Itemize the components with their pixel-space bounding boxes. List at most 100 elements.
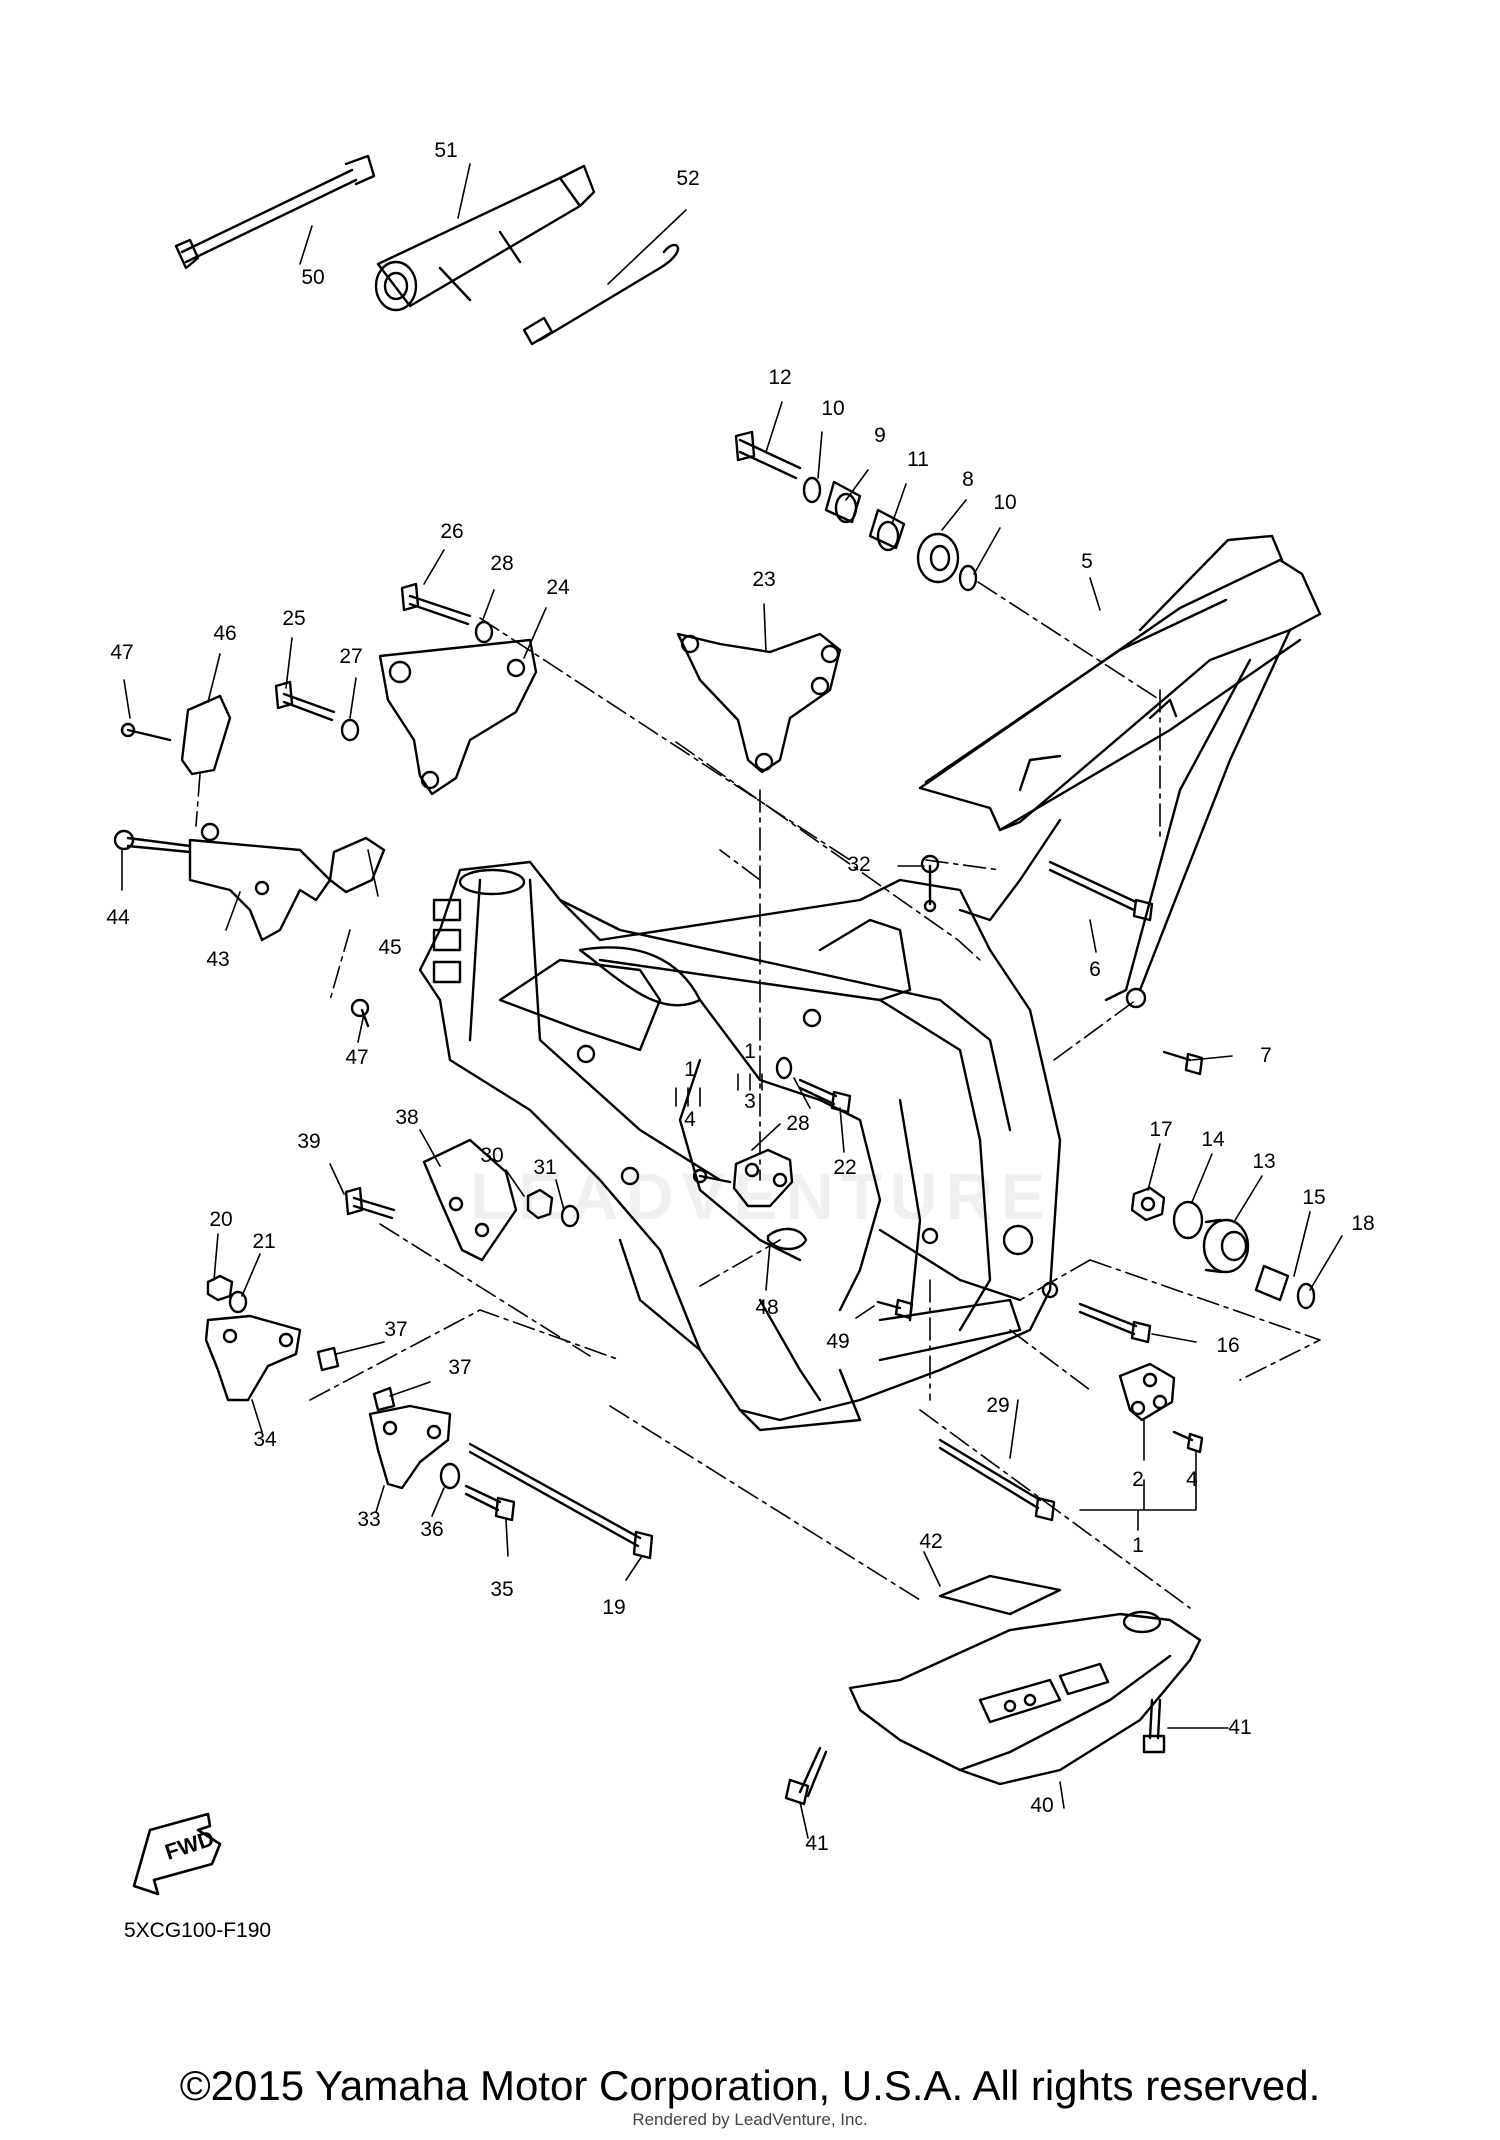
callout-31[interactable]: 31: [533, 1156, 557, 1179]
callout-1b[interactable]: 1: [744, 1040, 756, 1063]
callout-5[interactable]: 5: [1081, 550, 1093, 573]
diagram-code: 5XCG100-F190: [124, 1919, 272, 1942]
callout-34[interactable]: 34: [253, 1428, 277, 1451]
bolt-41b: [1142, 1698, 1166, 1754]
pivot-bolt-12: [734, 430, 802, 480]
callout-39[interactable]: 39: [297, 1130, 321, 1153]
callout-35[interactable]: 35: [490, 1578, 514, 1601]
callout-37a[interactable]: 37: [384, 1318, 408, 1341]
callout-1a[interactable]: 1: [684, 1058, 696, 1081]
collar-11: [868, 508, 906, 552]
callout-41b[interactable]: 41: [1228, 1716, 1252, 1739]
callout-49[interactable]: 49: [826, 1330, 850, 1353]
bracket-34: [204, 1314, 302, 1402]
callout-4a[interactable]: 4: [684, 1108, 696, 1131]
bracket-3: [732, 1148, 794, 1208]
callout-19[interactable]: 19: [602, 1596, 626, 1619]
callout-18[interactable]: 18: [1351, 1212, 1375, 1235]
washer-28a: [474, 620, 494, 644]
bolt-4b: [1172, 1430, 1204, 1454]
washer-36: [439, 1462, 461, 1490]
watermark-text: LEADVENTURE: [470, 1159, 1054, 1233]
callout-52[interactable]: 52: [676, 167, 700, 190]
callout-4b[interactable]: 4: [1186, 1468, 1198, 1491]
callout-leaders: [121, 163, 1343, 1839]
callout-44[interactable]: 44: [106, 906, 130, 929]
callout-45[interactable]: 45: [378, 936, 402, 959]
callout-42[interactable]: 42: [919, 1530, 943, 1553]
washer-21: [228, 1290, 248, 1314]
callout-37b[interactable]: 37: [448, 1356, 472, 1379]
washer-10a: [802, 476, 822, 504]
render-credit: Rendered by LeadVenture, Inc.: [632, 2110, 868, 2129]
callout-9[interactable]: 9: [874, 424, 886, 447]
clip-48: [766, 1227, 808, 1251]
callout-41a[interactable]: 41: [805, 1832, 829, 1855]
callout-29[interactable]: 29: [986, 1394, 1010, 1417]
bolt-47a: [120, 722, 172, 742]
callout-30[interactable]: 30: [480, 1144, 504, 1167]
callout-3[interactable]: 3: [744, 1090, 756, 1113]
callout-28b[interactable]: 28: [786, 1112, 810, 1135]
callout-16[interactable]: 16: [1216, 1334, 1240, 1357]
collar-15: [1254, 1264, 1290, 1302]
bolt-41a: [784, 1746, 828, 1806]
part-50-wrench: [174, 154, 376, 270]
callout-40[interactable]: 40: [1030, 1794, 1054, 1817]
callout-2[interactable]: 2: [1132, 1468, 1144, 1491]
callout-14[interactable]: 14: [1201, 1128, 1225, 1151]
callout-48[interactable]: 48: [755, 1296, 779, 1319]
washer-10b: [958, 564, 978, 592]
callout-27[interactable]: 27: [339, 645, 363, 668]
callout-17[interactable]: 17: [1149, 1118, 1173, 1141]
bolt-26: [400, 582, 472, 626]
callout-7[interactable]: 7: [1260, 1044, 1272, 1067]
callout-11[interactable]: 11: [907, 448, 929, 471]
callout-8[interactable]: 8: [962, 468, 974, 491]
callout-13[interactable]: 13: [1252, 1150, 1276, 1173]
callout-36[interactable]: 36: [420, 1518, 444, 1541]
washer-18: [1296, 1282, 1316, 1310]
callout-10b[interactable]: 10: [993, 491, 1017, 514]
callout-47b[interactable]: 47: [345, 1046, 369, 1069]
callout-20[interactable]: 20: [209, 1208, 233, 1231]
callout-21[interactable]: 21: [252, 1230, 276, 1253]
bolt-4a: [692, 1168, 732, 1184]
bearing-8: [916, 532, 960, 584]
engine-mount-23: [676, 632, 842, 774]
callout-46[interactable]: 46: [213, 622, 237, 645]
callout-10a[interactable]: 10: [821, 397, 845, 420]
callout-25[interactable]: 25: [282, 607, 306, 630]
bolt-25: [274, 680, 336, 722]
copyright-notice: ©2015 Yamaha Motor Corporation, U.S.A. A…: [179, 2062, 1321, 2109]
callout-33[interactable]: 33: [357, 1508, 381, 1531]
callout-43[interactable]: 43: [206, 948, 230, 971]
washer-14: [1172, 1200, 1204, 1240]
footrest-46: [180, 694, 232, 776]
bolt-22: [798, 1078, 852, 1114]
callout-1c[interactable]: 1: [1132, 1534, 1144, 1557]
callout-38[interactable]: 38: [395, 1106, 419, 1129]
callout-15[interactable]: 15: [1302, 1186, 1326, 1209]
svg-text:FWD: FWD: [162, 1825, 217, 1864]
callout-24[interactable]: 24: [546, 576, 570, 599]
callout-28a[interactable]: 28: [490, 552, 514, 575]
callout-32[interactable]: 32: [847, 853, 871, 876]
callout-6[interactable]: 6: [1089, 958, 1101, 981]
part-51-plug-wrench: [374, 164, 596, 312]
footrest-bracket-43: [188, 822, 332, 942]
callout-50[interactable]: 50: [301, 266, 325, 289]
callout-47a[interactable]: 47: [110, 641, 134, 664]
callout-51[interactable]: 51: [434, 139, 458, 162]
washer-27: [340, 718, 360, 742]
footrest-45: [328, 836, 386, 894]
washer-31: [560, 1204, 580, 1228]
bushing-13: [1202, 1218, 1250, 1274]
callout-22[interactable]: 22: [833, 1156, 857, 1179]
skid-plate-40: [848, 1610, 1202, 1786]
clip-37b: [372, 1386, 396, 1412]
fwd-arrow-icon: FWD: [132, 1812, 222, 1896]
callout-26[interactable]: 26: [440, 520, 464, 543]
callout-12[interactable]: 12: [768, 366, 792, 389]
callout-23[interactable]: 23: [752, 568, 776, 591]
